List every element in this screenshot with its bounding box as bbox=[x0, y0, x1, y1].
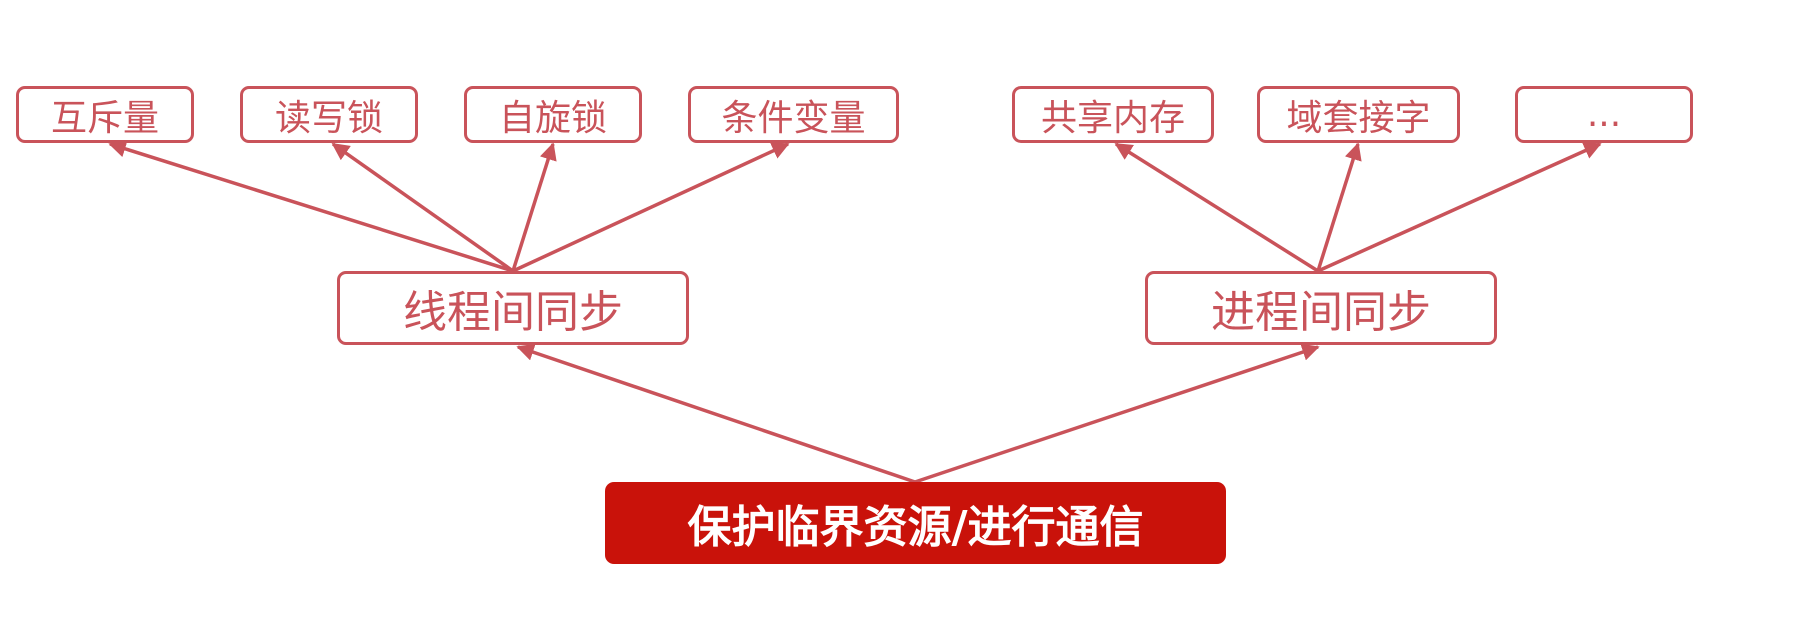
node-condition-variable: 条件变量 bbox=[688, 86, 899, 143]
arrow-process-to-more bbox=[1317, 142, 1602, 273]
node-shared-memory: 共享内存 bbox=[1012, 86, 1214, 143]
node-spinlock: 自旋锁 bbox=[464, 86, 642, 143]
node-domain-socket: 域套接字 bbox=[1257, 86, 1460, 143]
arrow-thread-to-rwlock bbox=[331, 142, 515, 273]
arrow-thread-to-spinlock bbox=[511, 142, 557, 272]
arrow-thread-to-condvar bbox=[512, 142, 790, 273]
arrow-root-to-process-sync bbox=[914, 343, 1320, 484]
node-root: 保护临界资源/进行通信 bbox=[605, 482, 1226, 564]
arrow-process-to-domain-socket bbox=[1316, 142, 1362, 272]
node-mutex: 互斥量 bbox=[16, 86, 194, 143]
arrow-process-to-shared-memory bbox=[1114, 142, 1319, 273]
node-more: ... bbox=[1515, 86, 1693, 143]
node-rwlock: 读写锁 bbox=[240, 86, 418, 143]
node-thread-sync: 线程间同步 bbox=[337, 271, 689, 345]
arrow-thread-to-mutex bbox=[108, 140, 514, 273]
arrow-root-to-thread-sync bbox=[516, 343, 916, 484]
node-process-sync: 进程间同步 bbox=[1145, 271, 1497, 345]
